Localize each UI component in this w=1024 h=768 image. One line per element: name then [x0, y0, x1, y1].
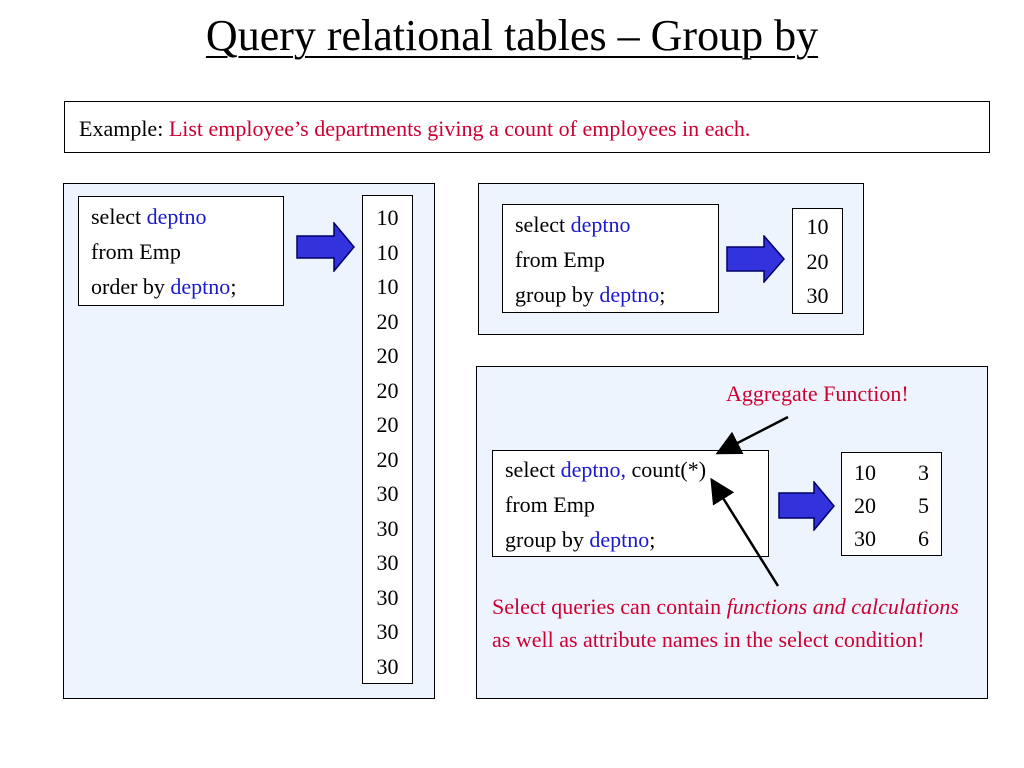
result-row: 10 [806, 214, 829, 239]
result-row: 30 [376, 584, 399, 610]
example-label: Example: [79, 116, 164, 141]
result-row: 20 [376, 446, 399, 472]
deptno-cell: 10 [854, 460, 876, 485]
result-row: 30 6 [842, 522, 941, 555]
example-text: List employee’s departments giving a cou… [168, 116, 751, 141]
arrow-right-icon [726, 235, 785, 283]
query-line-group: group by deptno; [505, 527, 656, 552]
result-row: 20 [376, 412, 399, 437]
deptno-cell: 20 [854, 493, 876, 518]
query-aggregate: select deptno, count(*) from Emp group b… [492, 450, 769, 557]
result-aggregate: 10 3 20 5 30 6 [841, 452, 942, 556]
result-row: 10 [376, 239, 399, 265]
functions-note: Select queries can contain functions and… [492, 594, 959, 652]
result-row: 30 [376, 550, 399, 575]
query-line-group: group by deptno; [515, 282, 666, 307]
query-line-select: select deptno, count(*) [505, 457, 707, 482]
query-line-order: order by deptno; [91, 274, 237, 299]
query-order-by: select deptno from Emp order by deptno; [78, 196, 284, 306]
result-row: 10 3 [842, 456, 941, 489]
result-row: 10 [376, 274, 399, 299]
count-cell: 5 [918, 493, 929, 518]
result-row: 20 [806, 248, 829, 274]
result-row: 30 [376, 481, 399, 506]
result-row: 20 5 [842, 489, 941, 522]
arrow-right-icon [778, 481, 835, 531]
deptno-cell: 30 [854, 526, 876, 551]
query-line-select: select deptno [515, 212, 631, 237]
result-row: 30 [806, 283, 829, 308]
aggregate-annotation: Aggregate Function! [726, 381, 909, 406]
count-cell: 6 [918, 526, 929, 551]
query-line-from: from Emp [505, 492, 595, 517]
example-box: Example: List employee’s departments giv… [64, 101, 990, 153]
result-row: 30 [376, 653, 399, 679]
count-cell: 3 [918, 460, 929, 485]
result-row: 30 [376, 619, 399, 644]
result-row: 20 [376, 377, 399, 403]
query-line-select: select deptno [91, 204, 207, 229]
result-row: 10 [376, 205, 399, 230]
slide-title: Query relational tables – Group by [205, 11, 819, 60]
query-group-by: select deptno from Emp group by deptno; [502, 204, 719, 313]
result-row: 30 [376, 515, 399, 541]
result-order-by: 10 10 10 20 20 20 20 20 30 30 30 30 30 30 [362, 195, 413, 684]
result-group-by: 10 20 30 [792, 208, 843, 314]
query-line-from: from Emp [91, 239, 181, 264]
result-row: 20 [376, 343, 399, 368]
arrow-right-icon [296, 222, 355, 272]
query-line-from: from Emp [515, 247, 605, 272]
result-row: 20 [376, 308, 399, 334]
